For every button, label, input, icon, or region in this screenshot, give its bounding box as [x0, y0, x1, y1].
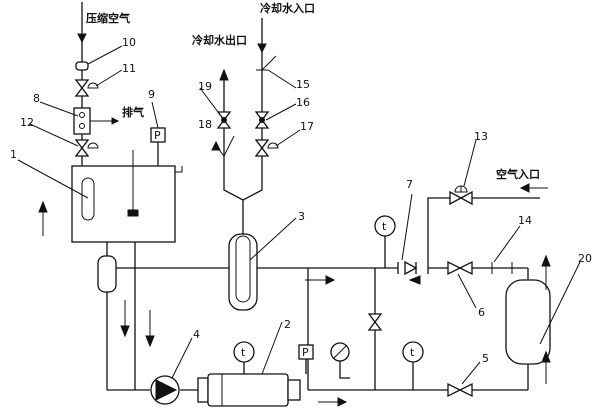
label-cooling-water-in: 冷却水入口 — [260, 1, 315, 15]
callout-5: 5 — [482, 352, 489, 365]
callout-16: 16 — [296, 96, 310, 109]
leader-lines — [17, 45, 581, 385]
tank-1 — [71, 142, 183, 243]
callout-17: 17 — [300, 120, 314, 133]
valve-7 — [397, 200, 429, 285]
bottom-line — [107, 389, 528, 407]
callout-12: 12 — [20, 116, 34, 129]
condenser-3 — [223, 166, 263, 311]
temp-symbol-bottom-1: t — [241, 346, 246, 359]
separator — [97, 242, 136, 390]
heater-2 — [197, 373, 301, 407]
callout-19: 19 — [198, 80, 212, 93]
text-labels: 压缩空气 排气 冷却水入口 冷却水出口 空气入口 P P t t t 1 2 3… — [10, 1, 592, 365]
callout-18: 18 — [198, 118, 212, 131]
dial-gauge — [330, 342, 350, 379]
callout-13: 13 — [474, 130, 488, 143]
label-compressed-air: 压缩空气 — [86, 11, 130, 25]
label-air-inlet: 空气入口 — [496, 167, 540, 181]
callout-2: 2 — [284, 318, 291, 331]
callout-11: 11 — [122, 62, 136, 75]
compressed-air-line — [73, 2, 120, 157]
vessel-20 — [505, 254, 551, 390]
temp-sensor-bottom-2 — [402, 341, 424, 390]
temp-sensor-top — [374, 215, 396, 268]
left-flow-arrow — [38, 200, 48, 236]
callout-1: 1 — [10, 148, 17, 161]
callout-8: 8 — [33, 92, 40, 105]
label-exhaust: 排气 — [122, 105, 144, 119]
temp-symbol-bottom-2: t — [410, 346, 415, 359]
vertical-connectors — [307, 268, 383, 390]
callout-20: 20 — [578, 252, 592, 265]
gauge-symbol-p-top: P — [154, 129, 161, 142]
air-inlet-line — [427, 183, 548, 206]
callout-10: 10 — [122, 36, 136, 49]
callout-9: 9 — [148, 88, 155, 101]
label-cooling-water-out: 冷却水出口 — [192, 33, 247, 47]
callout-15: 15 — [296, 78, 310, 91]
callout-7: 7 — [406, 178, 413, 191]
cooling-water-lines — [211, 18, 279, 166]
callout-6: 6 — [478, 306, 485, 319]
callout-4: 4 — [193, 328, 200, 341]
callout-14: 14 — [518, 214, 532, 227]
gauge-symbol-p-bottom: P — [302, 346, 309, 359]
callout-3: 3 — [298, 210, 305, 223]
temp-symbol-top: t — [382, 220, 387, 233]
down-flow-arrows — [120, 300, 155, 348]
valve-5 — [447, 382, 473, 398]
valve-6 — [447, 260, 473, 276]
pump-4 — [150, 375, 180, 405]
temp-sensor-bottom-1 — [233, 341, 255, 374]
pressure-gauge-bottom — [298, 344, 314, 374]
valve-14 — [491, 262, 513, 274]
